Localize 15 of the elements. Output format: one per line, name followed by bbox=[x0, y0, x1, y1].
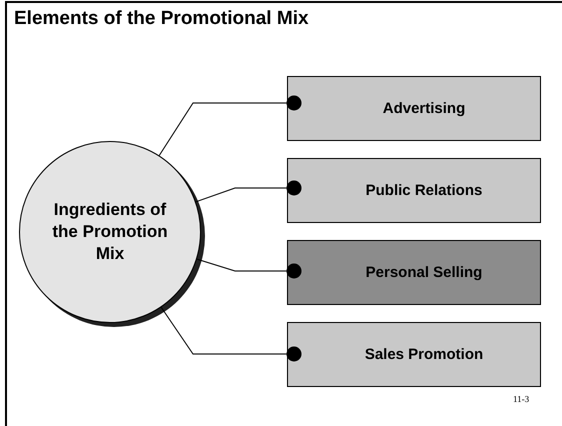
element-box bbox=[287, 76, 541, 141]
element-box bbox=[287, 240, 541, 305]
node-label: Advertising bbox=[382, 100, 466, 118]
element-box bbox=[287, 322, 541, 387]
slide-title: Elements of the Promotional Mix bbox=[14, 8, 309, 30]
connector-line bbox=[158, 96, 302, 156]
node-label: Public Relations bbox=[366, 182, 482, 200]
connector-line bbox=[195, 180, 302, 202]
slide-number: 11-3 bbox=[513, 394, 530, 404]
node-label: Ingredients of the Promotion Mix bbox=[51, 199, 169, 265]
connector-line bbox=[160, 306, 302, 362]
node-label: Personal Selling bbox=[366, 264, 482, 282]
element-box bbox=[287, 158, 541, 223]
connector-line bbox=[196, 258, 302, 278]
node-label: Sales Promotion bbox=[364, 346, 484, 364]
